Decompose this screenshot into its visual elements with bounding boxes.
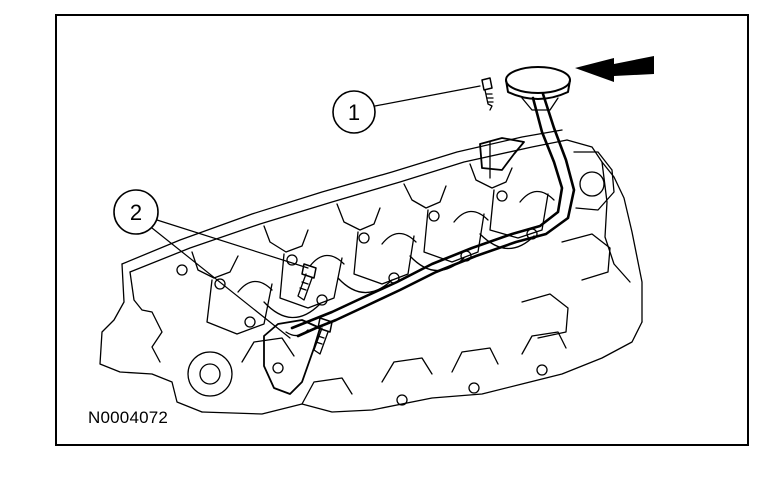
tube-bolt-lower xyxy=(313,317,333,355)
callout-2-label: 2 xyxy=(130,200,142,225)
callout-1: 1 xyxy=(332,85,481,134)
engine-block xyxy=(99,129,643,415)
tube-bolt-top xyxy=(481,77,494,111)
engine-block-illustration: 1 2 xyxy=(99,56,654,415)
callout-1-label: 1 xyxy=(348,100,360,125)
figure-frame: 1 2 N0004072 xyxy=(55,14,749,446)
oil-level-indicator-tube xyxy=(263,66,576,395)
direction-arrow xyxy=(575,56,654,82)
callout-2: 2 xyxy=(113,189,309,339)
figure-id-label: N0004072 xyxy=(88,408,169,427)
tube-bolt-upper-left xyxy=(297,263,317,301)
